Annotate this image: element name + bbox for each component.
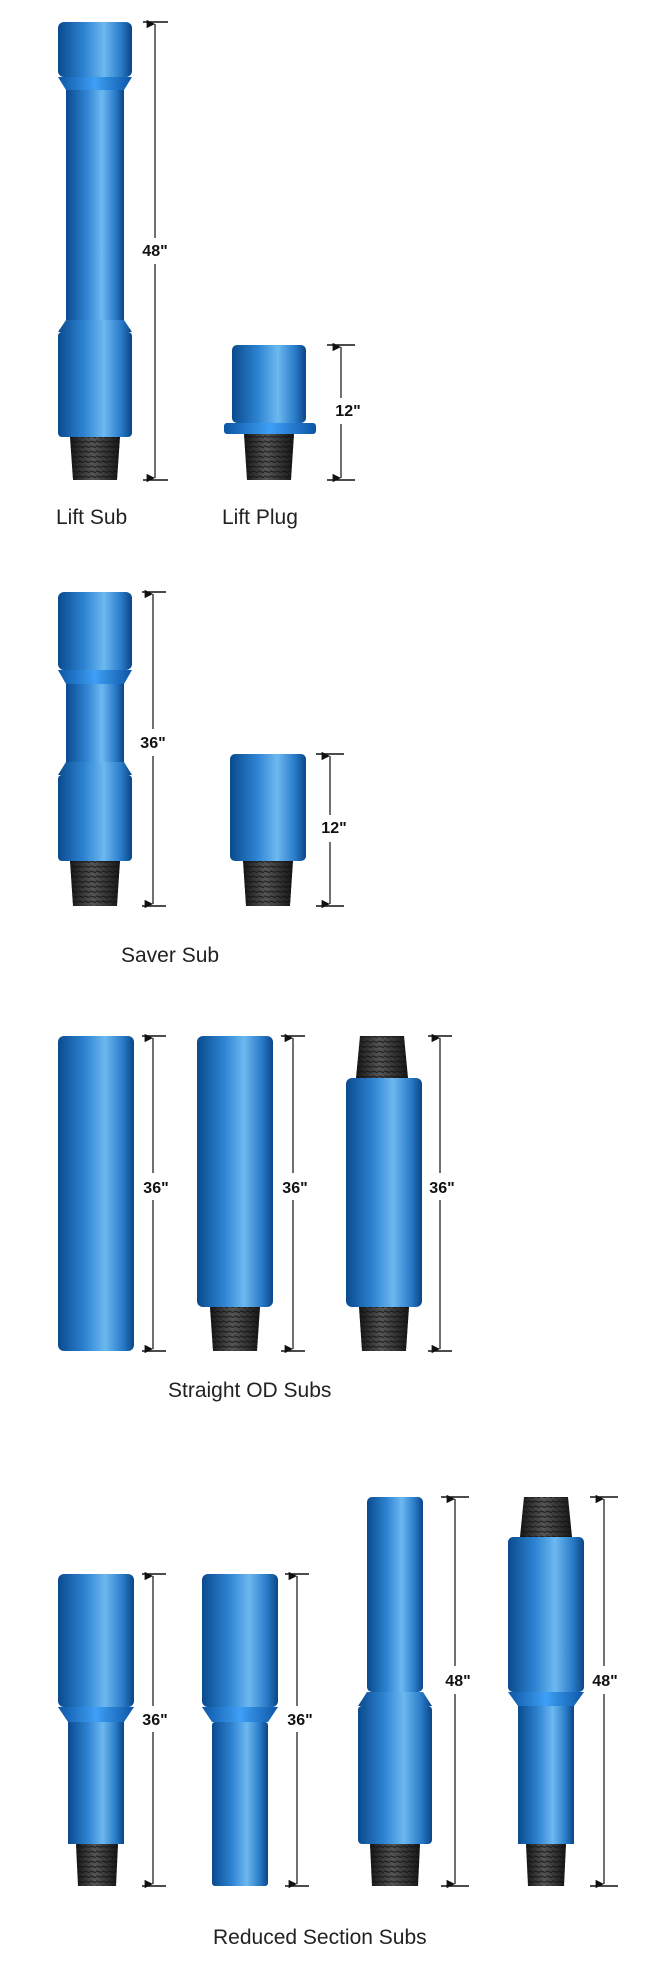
dimension-label: 12" (321, 820, 346, 837)
dimension-reduced-1: 36" (142, 1571, 168, 1889)
tool-reduced-1 (58, 1574, 134, 1886)
dimension-label: 48" (445, 1673, 470, 1690)
caption-lift-plug: Lift Plug (222, 506, 298, 529)
caption-straight-od: Straight OD Subs (168, 1379, 331, 1402)
section-reduced: 36" 36" 48" (58, 1494, 618, 1949)
dimension-label: 36" (140, 735, 165, 752)
dimension-label: 36" (142, 1712, 167, 1729)
caption-reduced-section: Reduced Section Subs (213, 1926, 427, 1949)
tool-reduced-3 (358, 1497, 432, 1886)
caption-saver-sub: Saver Sub (121, 944, 219, 967)
tool-straight-box (58, 1036, 134, 1351)
dimension-reduced-2: 36" (285, 1571, 313, 1889)
dimension-straight-pin-pin: 36" (428, 1033, 455, 1354)
dimension-straight-pin: 36" (281, 1033, 308, 1354)
dimension-label: 36" (282, 1180, 307, 1197)
dimension-lift-sub: 48" (142, 19, 168, 483)
tool-straight-pin (197, 1036, 273, 1351)
section-saver: 36" 12" Saver Sub (58, 589, 347, 967)
tool-lift-sub (58, 22, 132, 480)
tool-reduced-2 (202, 1574, 278, 1886)
dimension-label: 36" (287, 1712, 312, 1729)
dimension-reduced-3: 48" (441, 1494, 471, 1889)
dimension-saver-pin: 12" (316, 751, 347, 909)
dimension-label: 36" (429, 1180, 454, 1197)
dimension-straight-box: 36" (142, 1033, 169, 1354)
tool-saver-pin (230, 754, 306, 906)
tool-straight-pin-pin (346, 1036, 422, 1351)
dimension-label: 48" (592, 1673, 617, 1690)
dimension-label: 48" (142, 243, 167, 260)
dimension-label: 36" (143, 1180, 168, 1197)
tool-saver-sub (58, 592, 132, 906)
tool-lift-plug (224, 345, 316, 480)
dimension-reduced-4: 48" (590, 1494, 618, 1889)
caption-lift-sub: Lift Sub (56, 506, 127, 529)
dimension-label: 12" (335, 403, 360, 420)
tool-reduced-4 (508, 1497, 584, 1886)
dimension-lift-plug: 12" (327, 342, 361, 483)
section-straight-od: 36" 36" 36" Straight OD (58, 1033, 455, 1402)
section-lift: 48" 12" Lift Sub Lift Plug (56, 19, 361, 529)
dimension-saver-sub: 36" (140, 589, 166, 909)
